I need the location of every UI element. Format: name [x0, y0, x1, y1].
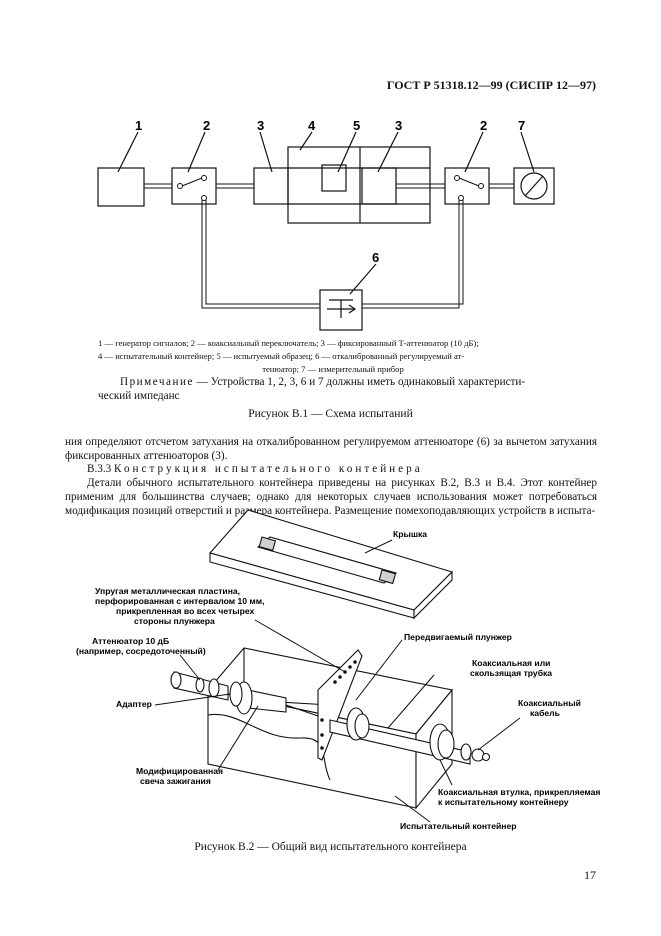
- section-number: В.3.3: [87, 463, 112, 476]
- legend-line: 4 — испытательный контейнер; 5 — испытуе…: [98, 351, 465, 361]
- label-plunger: Передвигаемый плунжер: [404, 632, 512, 642]
- scheme-number-2-left: 2: [203, 118, 210, 133]
- scheme-number-3-right: 3: [395, 118, 402, 133]
- page-number: 17: [584, 868, 596, 882]
- label-attenuator: (например, сосредоточенный): [76, 646, 206, 656]
- legend-line: тенюатор; 7 — измерительный прибор: [262, 364, 404, 374]
- label-coax-line: скользящая трубка: [470, 668, 552, 678]
- label-spark-plug: Модифицированная: [136, 766, 223, 776]
- lid-side: [413, 570, 453, 620]
- scheme-number-2-right: 2: [480, 118, 487, 133]
- label-bushing: к испытательному контейнеру: [438, 797, 569, 807]
- note-label: Примечание: [120, 376, 194, 388]
- legend-line: 1 — генератор сигналов; 2 — коаксиальный…: [98, 338, 479, 348]
- scheme-number-5: 5: [353, 118, 360, 133]
- note-block: Примечание — Устройства 1, 2, 3, 6 и 7 д…: [98, 375, 568, 403]
- body-text: ния определяют отсчетом затухания на отк…: [65, 436, 597, 518]
- scheme-legend: 1 — генератор сигналов; 2 — коаксиальный…: [98, 337, 568, 376]
- figure2-caption: Рисунок В.2 — Общий вид испытательного к…: [194, 841, 467, 853]
- label-attenuator: Аттенюатор 10 дБ: [92, 636, 169, 646]
- block-calibrated-attenuator: [319, 289, 363, 331]
- scheme-numbers: 1 2 3 4 5 3 2 7 6: [135, 118, 525, 265]
- label-adapter: Адаптер: [116, 699, 152, 709]
- scheme-number-1: 1: [135, 118, 142, 133]
- paragraph: Детали обычного испытательного контейнер…: [65, 477, 597, 517]
- label-coax-cable: кабель: [530, 708, 560, 718]
- block-container: [287, 146, 431, 224]
- section-title: Конструкция испытательного контейнера: [114, 463, 423, 476]
- scheme-number-3-left: 3: [257, 118, 264, 133]
- block-attenuator-left: [253, 167, 289, 205]
- label-container: Испытательный контейнер: [400, 821, 517, 831]
- label-plate: Упругая металлическая пластина,: [95, 586, 240, 596]
- note-text: — Устройства 1, 2, 3, 6 и 7 должны иметь…: [193, 376, 526, 388]
- label-coax-line: Коаксиальная или: [472, 658, 550, 668]
- label-plate: прикрепленная во всех четырех: [116, 606, 255, 616]
- plunger-plate: [317, 649, 363, 761]
- scheme-number-7: 7: [518, 118, 525, 133]
- block-generator: [97, 167, 145, 207]
- paragraph-continued: ния определяют отсчетом затухания на отк…: [65, 436, 597, 462]
- figure1-caption: Рисунок В.1 — Схема испытаний: [248, 408, 413, 420]
- scheme-number-6: 6: [372, 250, 379, 265]
- label-plate: перфорированная с интервалом 10 мм,: [95, 596, 265, 606]
- label-bushing: Коаксиальная втулка, прикрепляемая: [438, 787, 600, 797]
- block-device-under-test: [321, 164, 347, 192]
- label-lid: Крышка: [393, 529, 427, 539]
- section-heading-paragraph: В.3.3 Конструкция испытательного контейн…: [65, 463, 597, 477]
- block-meter: [513, 167, 555, 205]
- label-plate: стороны плунжера: [134, 616, 215, 626]
- block-switch-left: [171, 167, 217, 205]
- label-spark-plug: свеча зажигания: [140, 776, 211, 786]
- block-attenuator-right: [361, 167, 397, 205]
- label-coax-cable: Коаксиальный: [518, 698, 581, 708]
- test-scheme-diagram: 1 2 3 4 5 3 2 7 6: [97, 118, 555, 331]
- test-container-drawing: Крышка Упругая металлическая пластина, п…: [76, 509, 600, 831]
- note-text-continued: ческий импеданс: [98, 390, 180, 402]
- scheme-number-4: 4: [308, 118, 316, 133]
- document-header: ГОСТ Р 51318.12—99 (СИСПР 12—97): [386, 78, 596, 92]
